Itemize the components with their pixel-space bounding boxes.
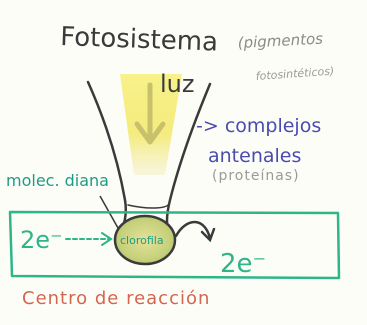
electron-out-arrow-icon — [174, 220, 216, 243]
light-label-text: luz — [160, 70, 194, 98]
title-note-2-text: fotosintéticos) — [255, 65, 334, 83]
antenna-label-2-text: antenales — [208, 145, 301, 167]
electron-in-arrow-icon — [65, 232, 113, 246]
reaction-center-box — [8, 210, 341, 280]
light-arrow-icon — [134, 82, 166, 145]
electron-in-text: 2e⁻ — [20, 226, 63, 254]
title-text: Fotosistema — [60, 22, 219, 57]
antenna-note-text: (proteínas) — [212, 168, 300, 184]
funnel-outline — [86, 80, 212, 232]
center-blob-label-text: clorofila — [120, 234, 164, 247]
antenna-label-text: -> complejos — [196, 115, 321, 137]
electron-out-text: 2e⁻ — [220, 249, 266, 279]
molecule-label-text: molec. diana — [6, 171, 109, 190]
reaction-center-label-text: Centro de reacción — [22, 288, 210, 309]
chlorophyll-blob — [113, 214, 177, 266]
title-note-text: (pigmentos — [237, 30, 323, 52]
